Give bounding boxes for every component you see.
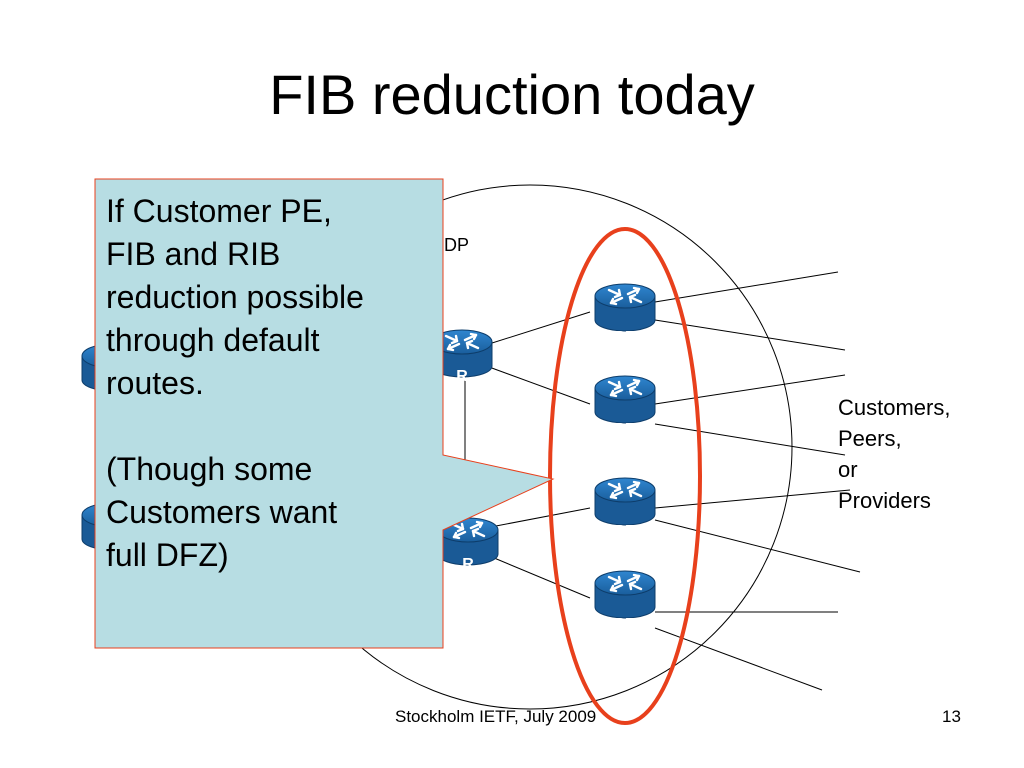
pe-highlight-ellipse bbox=[548, 227, 702, 725]
isp-label-fragment: DP bbox=[444, 235, 469, 255]
callout-line: Customers want bbox=[106, 494, 338, 530]
callout-line: routes. bbox=[106, 365, 204, 401]
callout-line: through default bbox=[106, 322, 320, 358]
router-pe-3-label: PE bbox=[614, 523, 636, 540]
callout-bubble bbox=[94, 178, 555, 649]
callout-paragraph-gap bbox=[106, 405, 438, 448]
router-pe-1-label: PE bbox=[614, 329, 636, 346]
callout-line: If Customer PE, bbox=[106, 193, 332, 229]
external-label-line: Peers, bbox=[838, 426, 902, 451]
callout-line: full DFZ) bbox=[106, 537, 229, 573]
callout-line: FIB and RIB bbox=[106, 236, 281, 272]
router-pe-2-label: PE bbox=[614, 421, 636, 438]
router-r-top: R bbox=[430, 328, 494, 385]
page-number: 13 bbox=[942, 707, 961, 726]
external-parties-label: Customers, Peers, or Providers bbox=[838, 392, 950, 516]
router-pe-4-label: PE bbox=[614, 616, 636, 633]
router-pe-2: PE bbox=[593, 374, 657, 438]
router-pe-1: PE bbox=[593, 282, 657, 346]
external-label-line: or bbox=[838, 457, 858, 482]
callout-line: (Though some bbox=[106, 451, 313, 487]
footer-text: Stockholm IETF, July 2009 bbox=[395, 707, 597, 726]
external-label-line: Customers, bbox=[838, 395, 951, 420]
router-r-top-label: R bbox=[456, 368, 468, 385]
callout-text: If Customer PE, FIB and RIB reduction po… bbox=[106, 190, 438, 577]
router-pe-3: PE bbox=[593, 476, 657, 540]
slide-title: FIB reduction today bbox=[269, 63, 755, 126]
callout-line: reduction possible bbox=[106, 279, 364, 315]
router-r-bottom-label: R bbox=[462, 556, 474, 573]
router-r-bottom: R bbox=[436, 516, 500, 573]
external-label-line: Providers bbox=[838, 488, 931, 513]
router-pe-4: PE bbox=[593, 569, 657, 633]
